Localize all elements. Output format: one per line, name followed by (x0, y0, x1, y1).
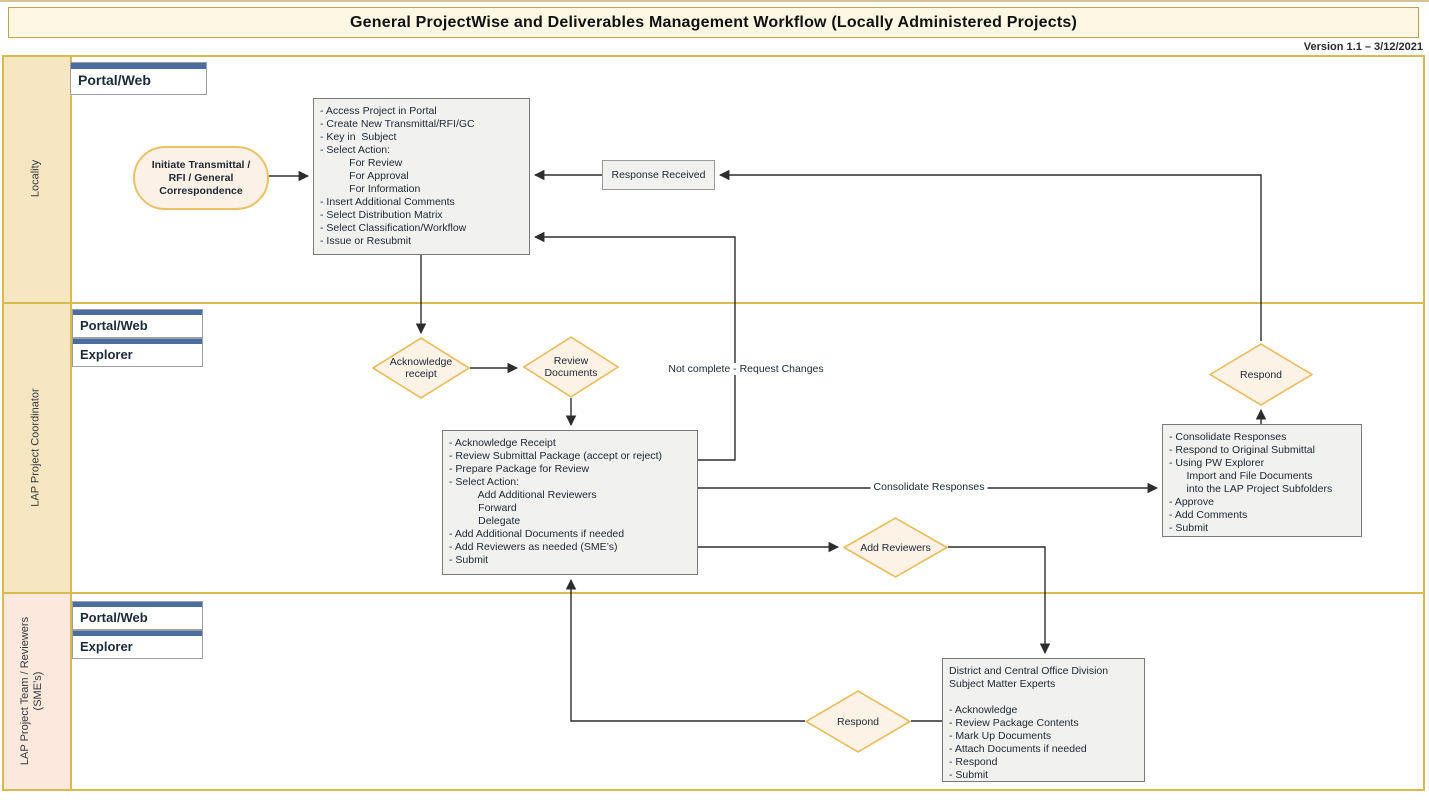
respond-coordinator-diamond: Respond (1209, 343, 1313, 406)
start-terminator-label: Initiate Transmittal / RFI / General Cor… (151, 158, 251, 197)
portal-actions-box: - Access Project in Portal - Create New … (313, 98, 530, 255)
response-received-label: Response Received (611, 169, 706, 181)
ack-receipt-diamond: Acknowledge receipt (372, 337, 470, 399)
tab-sme-portal-web: Portal/Web (72, 601, 203, 630)
connector-respond-to-response-received (718, 169, 1262, 341)
tab-label: Portal/Web (80, 610, 148, 625)
tab-locality-portal-web: Portal/Web (70, 62, 207, 95)
add-reviewers-diamond: Add Reviewers (843, 517, 948, 578)
diamond-shape (843, 517, 948, 578)
tab-coordinator-portal-web: Portal/Web (72, 309, 203, 338)
lane-label-coordinator: LAP Project Coordinator (29, 388, 42, 507)
lane-coordinator-strip (2, 303, 70, 593)
diamond-shape (1209, 343, 1313, 406)
connector-not-complete-feedback (533, 231, 736, 461)
page-top-border (0, 0, 1429, 2)
version-label: Version 1.1 – 3/12/2021 (1303, 41, 1423, 53)
tab-accent-bar (73, 339, 202, 344)
tab-label: Portal/Web (78, 72, 151, 88)
respond-sme-diamond: Respond (805, 690, 911, 753)
ack-receipt-label: Acknowledge receipt (389, 356, 453, 380)
tab-accent-bar (73, 310, 202, 315)
connector-respond-sme-to-coordinator (565, 578, 805, 722)
add-reviewers-label: Add Reviewers (860, 541, 931, 554)
tab-accent-bar (71, 63, 206, 69)
respond-coordinator-label: Respond (1239, 368, 1283, 381)
coordinator-actions-box: - Acknowledge Receipt - Review Submittal… (442, 430, 698, 575)
not-complete-label: Not complete - Request Changes (665, 363, 827, 375)
start-terminator: Initiate Transmittal / RFI / General Cor… (133, 146, 269, 210)
connector-add-reviewers-to-sme-box (948, 546, 1051, 655)
tab-sme-explorer: Explorer (72, 630, 203, 659)
sme-actions-box: District and Central Office Division Sub… (942, 658, 1145, 782)
review-documents-diamond: Review Documents (523, 336, 619, 398)
lane-separator-2 (2, 592, 1425, 594)
tab-label: Explorer (80, 639, 133, 654)
tab-accent-bar (73, 602, 202, 607)
lane-label-locality: Locality (29, 159, 42, 198)
consolidate-responses-label: Consolidate Responses (870, 481, 988, 493)
lane-sme (2, 593, 1425, 791)
page-title: General ProjectWise and Deliverables Man… (350, 13, 1077, 31)
review-documents-label: Review Documents (544, 355, 598, 379)
label-strip-divider (70, 55, 72, 791)
consolidate-actions-box: - Consolidate Responses - Respond to Ori… (1162, 424, 1362, 537)
diagram-title-bar: General ProjectWise and Deliverables Man… (8, 7, 1419, 38)
tab-label: Explorer (80, 347, 133, 362)
lane-separator-1 (2, 302, 1425, 304)
lane-sme-strip (2, 593, 70, 791)
tab-coordinator-explorer: Explorer (72, 338, 203, 367)
tab-label: Portal/Web (80, 318, 148, 333)
diamond-shape (805, 690, 911, 753)
tab-accent-bar (73, 631, 202, 636)
lane-locality-strip (2, 55, 70, 303)
response-received-box: Response Received (602, 160, 715, 190)
diamond-shape (523, 336, 619, 398)
respond-sme-label: Respond (836, 715, 880, 728)
diamond-shape (372, 337, 470, 399)
lane-label-sme: LAP Project Team / Reviewers (SME’s) (19, 616, 44, 766)
